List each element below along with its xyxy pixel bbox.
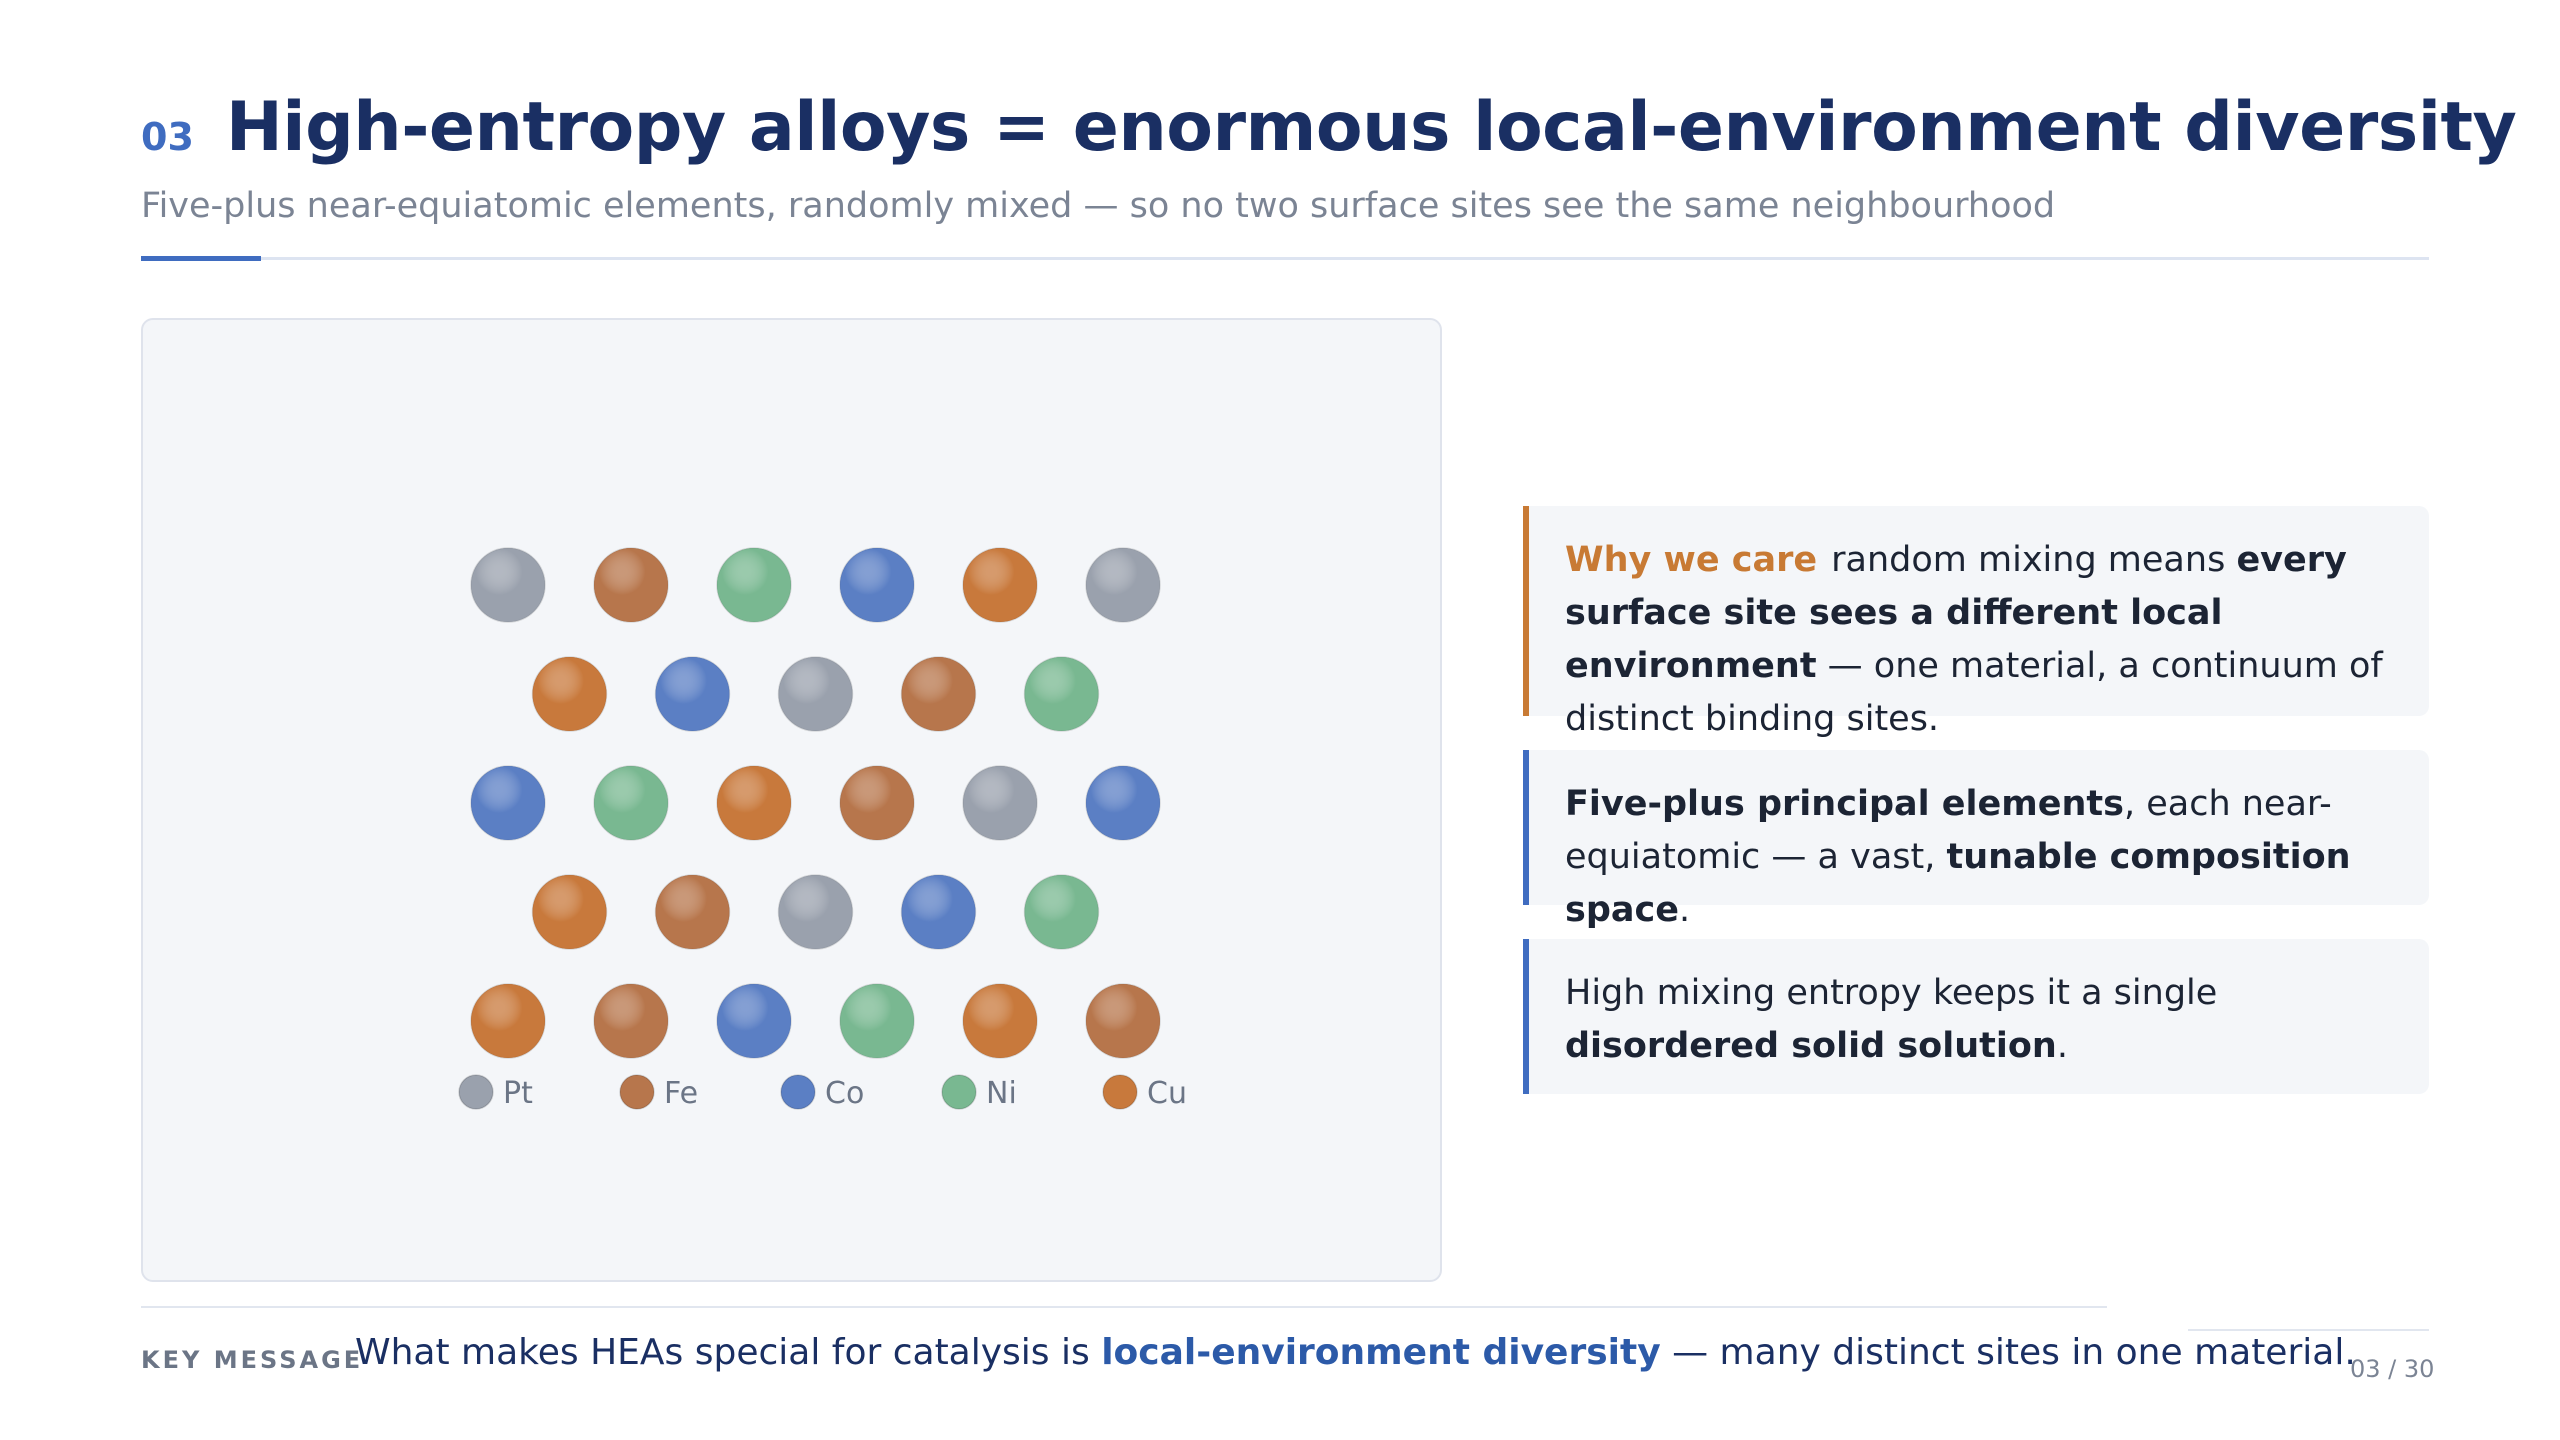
elements-text-2: . bbox=[1679, 890, 1691, 930]
legend-swatch-cu bbox=[1102, 1074, 1138, 1110]
key-text-before: What makes HEAs special for catalysis is bbox=[355, 1332, 1102, 1373]
elements-text-1: , each near-equiatomic — a vast, bbox=[1565, 784, 2332, 877]
legend-swatch-fe bbox=[619, 1074, 655, 1110]
atom-highlight bbox=[963, 984, 1037, 1058]
atom-highlight bbox=[840, 984, 914, 1058]
atom-highlight bbox=[532, 657, 607, 731]
page-title: High-entropy alloys = enormous local-env… bbox=[225, 88, 2517, 167]
title-row: 03 High-entropy alloys = enormous local-… bbox=[141, 88, 2517, 167]
entropy-text-2: . bbox=[2056, 1026, 2068, 1066]
footer-rule bbox=[141, 1306, 2107, 1308]
lattice-panel: Pt Fe Co Ni Cu bbox=[141, 318, 1442, 1282]
elements-bold-1: Five-plus principal elements bbox=[1565, 784, 2124, 824]
atom-highlight bbox=[471, 766, 545, 840]
legend-label-co: Co bbox=[825, 1076, 864, 1111]
page-subtitle: Five-plus near-equiatomic elements, rand… bbox=[141, 186, 2056, 226]
atom-highlight bbox=[901, 875, 976, 949]
legend-label-fe: Fe bbox=[664, 1076, 698, 1111]
atom-highlight bbox=[471, 984, 545, 1058]
legend-label-pt: Pt bbox=[503, 1076, 533, 1111]
why-we-care-label: Why we care bbox=[1565, 540, 1818, 580]
page-counter: 03 / 30 bbox=[2350, 1355, 2435, 1383]
atom-highlight bbox=[655, 657, 730, 731]
why-we-care-card: Why we care random mixing means every sur… bbox=[1523, 506, 2429, 739]
atom-highlight bbox=[1086, 766, 1160, 840]
header-rule bbox=[141, 257, 2429, 260]
key-text-emphasis: local-environment diversity bbox=[1101, 1332, 1661, 1373]
entropy-bold-1: disordered solid solution bbox=[1565, 1026, 2057, 1066]
entropy-text-1: High mixing entropy keeps it a single bbox=[1565, 973, 2218, 1013]
why-text-1: random mixing means bbox=[1831, 540, 2237, 580]
atom-highlight bbox=[594, 984, 668, 1058]
atom-highlight bbox=[963, 548, 1037, 622]
why-text-2: — one material, a continuum of distinct … bbox=[1565, 646, 2383, 739]
atom-highlight bbox=[532, 875, 607, 949]
atom-highlight bbox=[840, 548, 914, 622]
atom-highlight bbox=[1086, 984, 1160, 1058]
slide-number: 03 bbox=[141, 115, 194, 159]
legend-label-ni: Ni bbox=[986, 1076, 1017, 1111]
atom-highlight bbox=[717, 766, 791, 840]
atom-highlight bbox=[594, 766, 668, 840]
atom-highlight bbox=[471, 548, 545, 622]
entropy-card: High mixing entropy keeps it a single di… bbox=[1523, 939, 2429, 1094]
atom-highlight bbox=[1024, 657, 1099, 731]
legend-label-cu: Cu bbox=[1147, 1076, 1187, 1111]
key-text-after: — many distinct sites in one material. bbox=[1660, 1332, 2356, 1373]
key-message-label: KEY MESSAGE bbox=[141, 1346, 364, 1374]
atom-highlight bbox=[1086, 548, 1160, 622]
atom-highlight bbox=[778, 875, 853, 949]
atom-highlight bbox=[1024, 875, 1099, 949]
atom-highlight bbox=[717, 548, 791, 622]
atom-highlight bbox=[901, 657, 976, 731]
footer-rule-right bbox=[2188, 1329, 2429, 1331]
atom-highlight bbox=[655, 875, 730, 949]
atom-highlight bbox=[778, 657, 853, 731]
why-bold-1: every surface site sees a different loca… bbox=[1565, 540, 2347, 686]
elements-card: Five-plus principal elements, each near-… bbox=[1523, 750, 2429, 930]
legend-swatch-pt bbox=[458, 1074, 494, 1110]
key-message-text: What makes HEAs special for catalysis is… bbox=[355, 1332, 2356, 1373]
legend-swatch-ni bbox=[941, 1074, 977, 1110]
elements-bold-2: tunable composition space bbox=[1565, 837, 2351, 930]
atom-highlight bbox=[594, 548, 668, 622]
atom-lattice-diagram: Pt Fe Co Ni Cu bbox=[458, 547, 1187, 1111]
atom-highlight bbox=[963, 766, 1037, 840]
header-rule-accent bbox=[141, 256, 261, 261]
atom-highlight bbox=[840, 766, 914, 840]
legend-swatch-co bbox=[780, 1074, 816, 1110]
atom-highlight bbox=[717, 984, 791, 1058]
